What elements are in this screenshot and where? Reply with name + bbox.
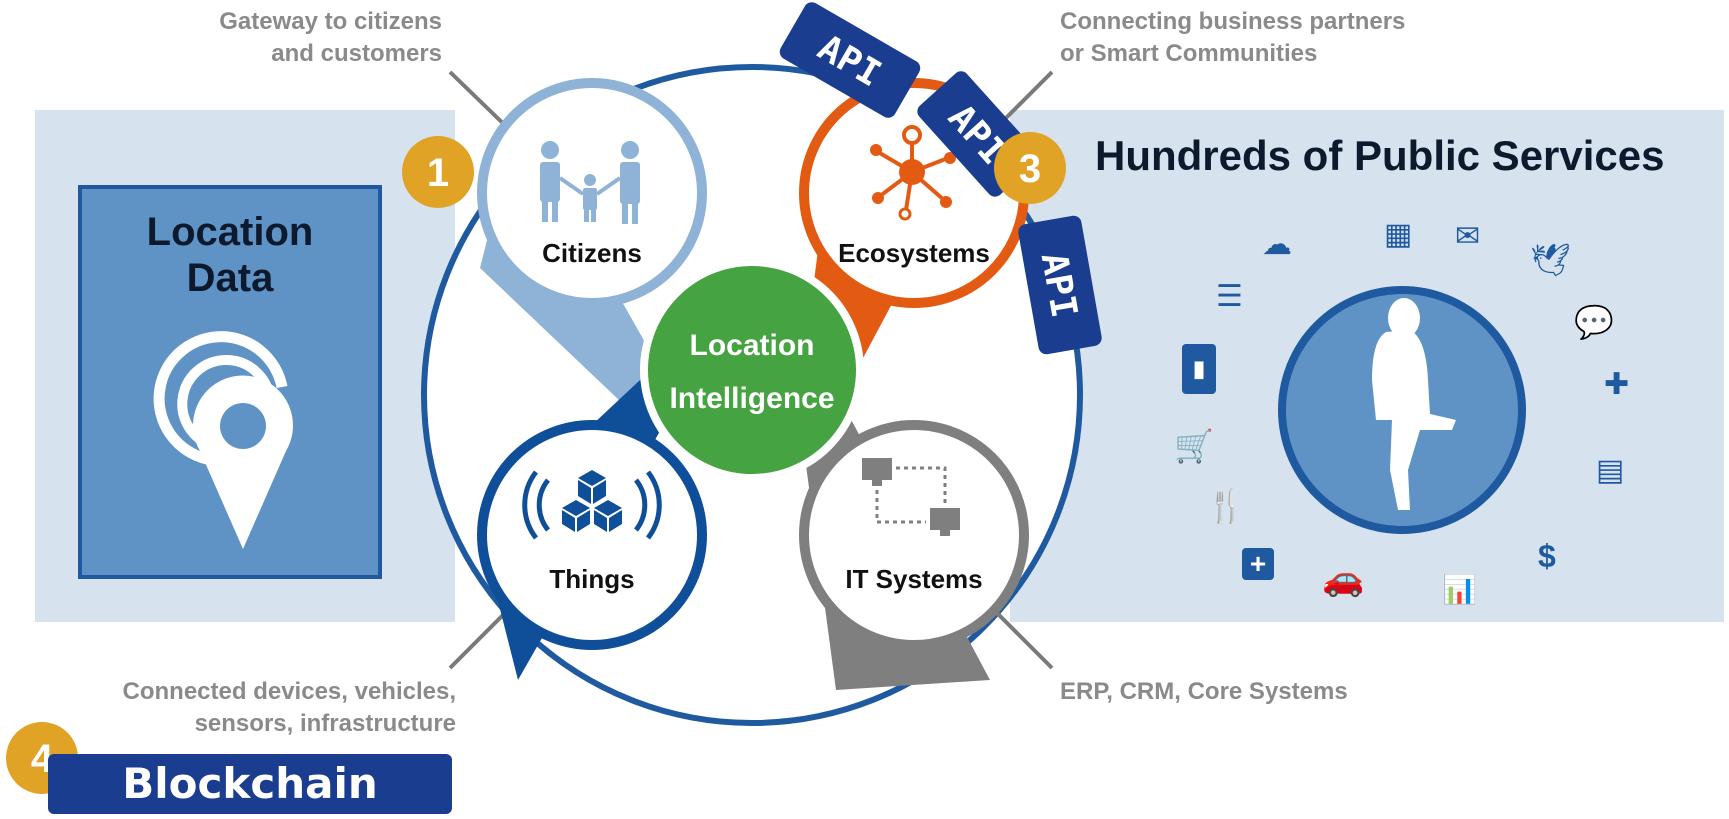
things-label: Things [549,564,634,594]
bus-icon: ▮ [1182,344,1216,394]
cloud-icon: ☁ [1262,228,1292,261]
things-callout: Connected devices, vehicles, sensors, in… [20,676,456,740]
citizens-callout-line2: and customers [271,40,442,67]
chat-icon: 💬 [1574,304,1614,340]
citizens-callout: Gateway to citizens and customers [120,6,442,70]
person-silhouette-icon [1372,298,1456,510]
things-circle [477,420,707,650]
database-icon: ☰ [1216,280,1243,313]
location-data-title-line1: Location [146,210,314,254]
finance-icon: $ [1538,538,1556,574]
badge-3-label: 3 [1019,147,1041,191]
gift-icon: ✚ [1604,368,1630,401]
partners-callout-line2: or Smart Communities [1060,40,1318,67]
medical-icon: + [1242,548,1274,580]
calendar-icon: ▦ [1384,218,1413,251]
blockchain-label: Blockchain [48,754,452,814]
citizens-callout-line1: Gateway to citizens [219,8,442,35]
systems-connector [988,604,1054,670]
badge-3 [994,132,1066,204]
public-services-title: Hundreds of Public Services [1095,132,1665,179]
center-line1: Location [690,329,815,362]
it-systems-label: IT Systems [845,564,982,594]
things-callout-line1: Connected devices, vehicles, [122,678,456,705]
location-pin-icon [153,331,293,549]
ecosystems-label: Ecosystems [838,238,990,268]
bar-chart-icon: 📊 [1442,574,1477,605]
it-systems-circle [799,420,1029,650]
restaurant-icon: 🍴 [1206,488,1246,524]
it-systems-icon [862,458,960,536]
things-connector [448,604,514,670]
partners-callout-line1: Connecting business partners [1060,8,1406,35]
location-data-title-line2: Data [186,256,274,300]
car-icon: 🚗 [1322,560,1365,598]
systems-callout: ERP, CRM, Core Systems [1060,676,1348,708]
citizens-label: Citizens [542,238,642,268]
email-icon: ✉ [1455,220,1481,253]
building-icon: ▤ [1596,454,1625,487]
things-callout-line2: sensors, infrastructure [194,710,456,737]
partners-callout: Connecting business partners or Smart Co… [1060,6,1405,70]
systems-callout-line1: ERP, CRM, Core Systems [1060,678,1348,705]
connected-cubes-icon [522,470,662,540]
api-tag-3: API [1018,215,1102,355]
location-data-panel: Location Data [78,185,382,579]
bird-icon: 🕊 [1530,242,1571,278]
family-icon [540,141,640,224]
network-icon [870,125,956,221]
center-line2: Intelligence [669,382,834,415]
badge-1-label: 1 [427,151,449,195]
location-intelligence-circle [640,258,864,482]
location-data-title: Location Data [82,209,378,301]
cart-icon: 🛒 [1174,428,1214,464]
badge-1 [402,136,474,208]
